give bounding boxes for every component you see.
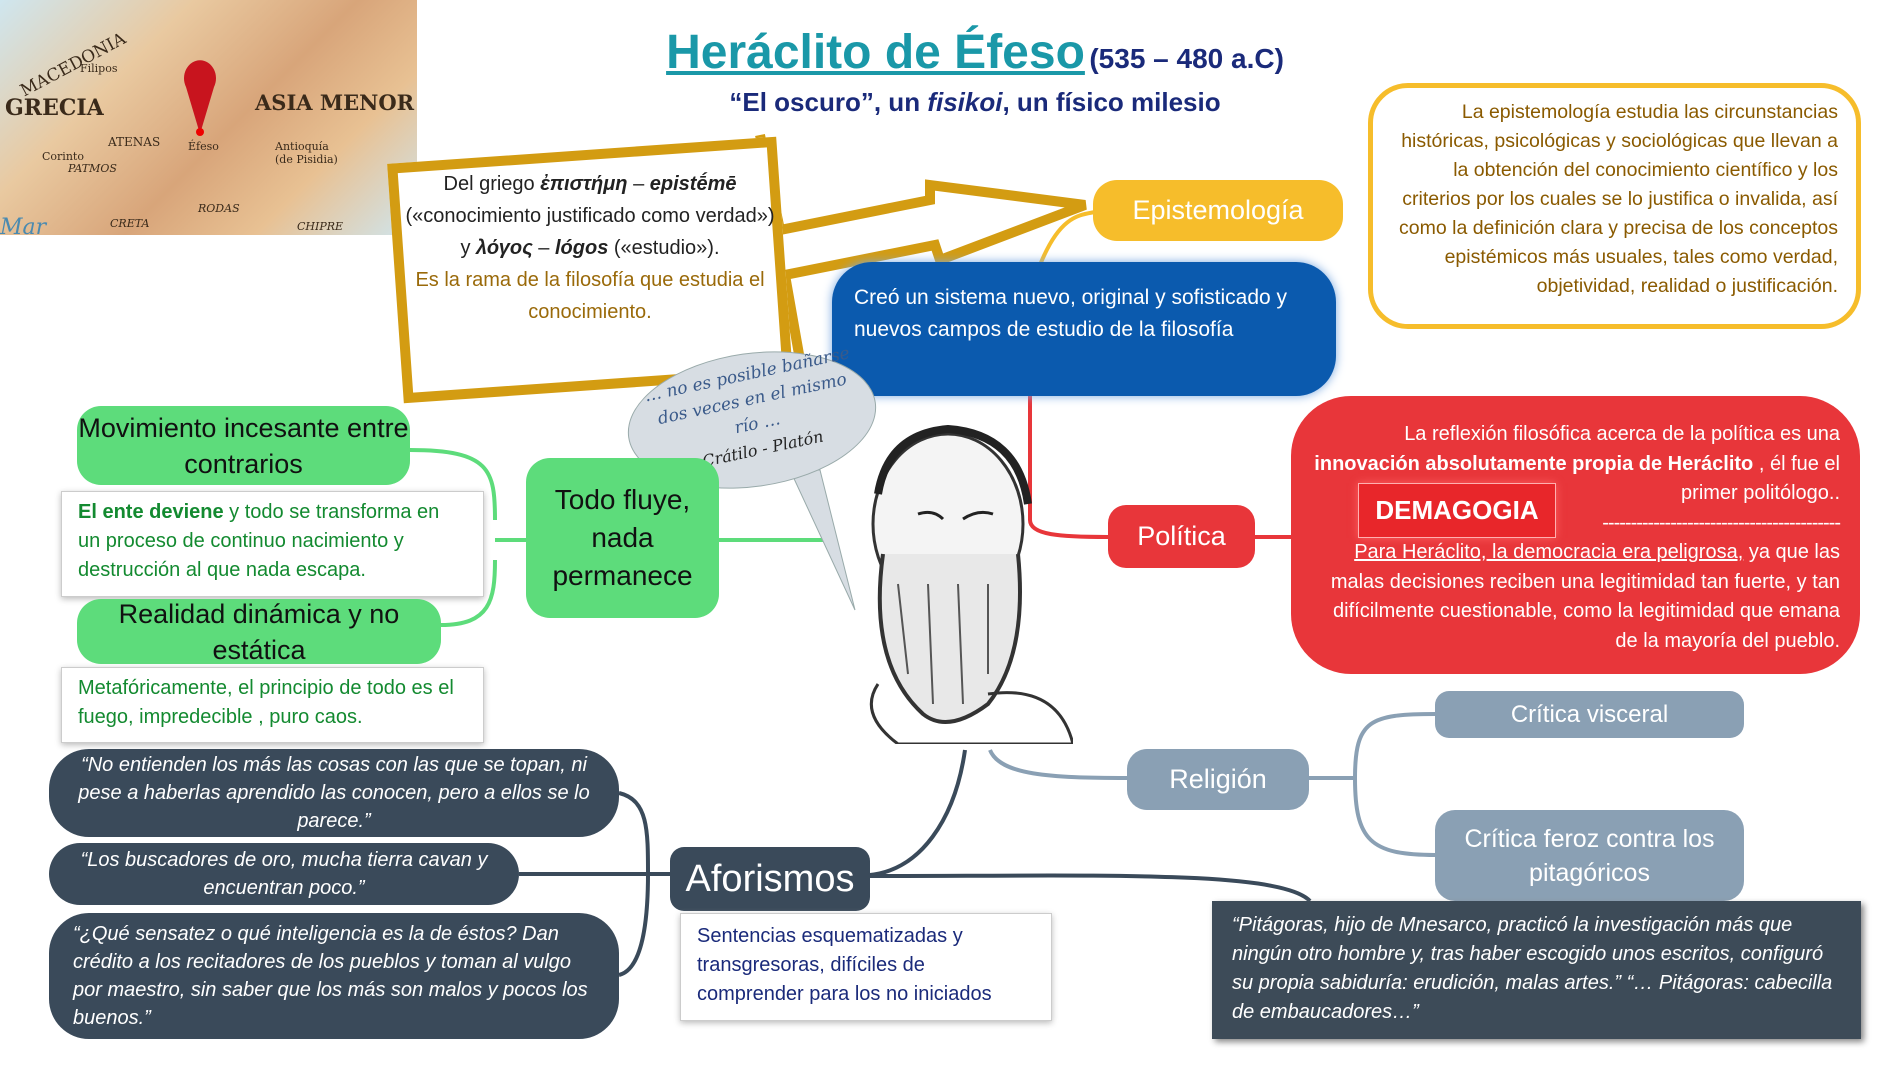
map-label: RODAS [198, 202, 240, 215]
text: La reflexión filosófica acerca de la pol… [1404, 423, 1840, 445]
map-label: GRECIA [5, 95, 104, 121]
node-politica[interactable]: Política [1108, 505, 1255, 568]
connector-epistemology [1038, 210, 1096, 266]
bold-text: El ente deviene [78, 501, 224, 523]
subtitle-part: “El oscuro”, un [729, 87, 928, 117]
aphorism-quote: “Los buscadores de oro, mucha tierra cav… [49, 843, 519, 905]
text: («conocimiento justificado como verdad»)… [405, 205, 775, 259]
text: Del griego [443, 173, 541, 195]
aphorism-quote: “No entienden los más las cosas con las … [49, 749, 619, 837]
node-epistemologia[interactable]: Epistemología [1093, 180, 1343, 241]
aphorism-quote: “¿Qué sensatez o qué inteligencia es la … [49, 913, 619, 1039]
divider: ----------------------------------------… [1602, 511, 1841, 534]
movimiento-description: El ente deviene y todo se transforma en … [61, 491, 484, 597]
gold-arrow-shape [755, 133, 1087, 361]
node-movimiento-incesante[interactable]: Movimiento incesante entre contrarios [77, 406, 410, 485]
bold-text: innovación absolutamente propia de Herác… [1314, 452, 1754, 475]
translit: lógos [554, 237, 609, 259]
demagogia-badge: DEMAGOGIA [1358, 483, 1556, 538]
text: – [627, 173, 650, 195]
heraclitus-portrait [869, 424, 1073, 744]
text: , él fue el primer politólogo.. [1681, 452, 1840, 505]
subtitle-part: , un físico milesio [1002, 87, 1221, 117]
map-label: PATMOS [68, 162, 117, 175]
map-label: Mar [0, 215, 47, 235]
node-todo-fluye[interactable]: Todo fluye, nada permanece [526, 458, 719, 618]
page-title: Heráclito de Éfeso (535 – 480 a.C) [560, 25, 1390, 80]
node-religion[interactable]: Religión [1127, 749, 1309, 810]
map-label: ATENAS [108, 135, 161, 149]
innovation-box: Creó un sistema nuevo, original y sofist… [832, 262, 1336, 396]
underlined-text: Para Heráclito, la democracia era peligr… [1354, 541, 1744, 563]
map-label: Éfeso [188, 140, 219, 153]
etymology-text: Del griego ἐπιστήμη – epistḗmē («conocim… [405, 168, 775, 328]
greek-word: ἐπιστήμη [540, 173, 628, 195]
epistemology-description: La epistemología estudia las circunstanc… [1368, 83, 1861, 329]
text: («estudio»). [608, 237, 720, 259]
connector-aphorisms [869, 749, 967, 877]
map-pin-icon [184, 60, 216, 136]
realidad-description: Metafóricamente, el principio de todo es… [61, 667, 484, 743]
translit: epistḗmē [649, 173, 737, 195]
map-ancient-greece: MACEDONIA GRECIA ASIA MENOR Filipos ATEN… [0, 0, 417, 235]
node-critica-visceral[interactable]: Crítica visceral [1435, 691, 1744, 738]
map-label: CHIPRE [297, 220, 344, 233]
greek-word: λόγος [476, 237, 533, 259]
text: – [532, 237, 555, 259]
node-critica-pitagoricos[interactable]: Crítica feroz contra los pitagóricos [1435, 810, 1744, 901]
connector-religion [988, 749, 1128, 780]
map-label: CRETA [110, 217, 150, 230]
text: y todo se transforma en un proceso de co… [78, 501, 440, 581]
text: ya que las malas decisiones reciben una … [1330, 541, 1840, 652]
connector-politics [1028, 395, 1109, 539]
definition: Es la rama de la filosofía que estudia e… [415, 269, 765, 323]
node-realidad-dinamica[interactable]: Realidad dinámica y no estática [77, 599, 441, 665]
node-aforismos[interactable]: Aforismos [670, 847, 870, 911]
map-label: ASIA MENOR [255, 90, 415, 115]
politics-description: La reflexión filosófica acerca de la pol… [1291, 396, 1860, 674]
pythagoras-quote: “Pitágoras, hijo de Mnesarco, practicó l… [1212, 901, 1861, 1039]
map-label: Corinto [42, 150, 84, 163]
aphorisms-description: Sentencias esquematizadas y transgresora… [680, 913, 1052, 1021]
title-text: Heráclito de Éfeso [666, 26, 1085, 79]
subtitle: “El oscuro”, un fisikoi, un físico miles… [560, 87, 1390, 118]
map-label: Filipos [80, 62, 118, 75]
subtitle-emphasis: fisikoi [927, 87, 1003, 117]
title-dates: (535 – 480 a.C) [1089, 43, 1284, 74]
map-label: Antioquía (de Pisidia) [275, 140, 338, 166]
